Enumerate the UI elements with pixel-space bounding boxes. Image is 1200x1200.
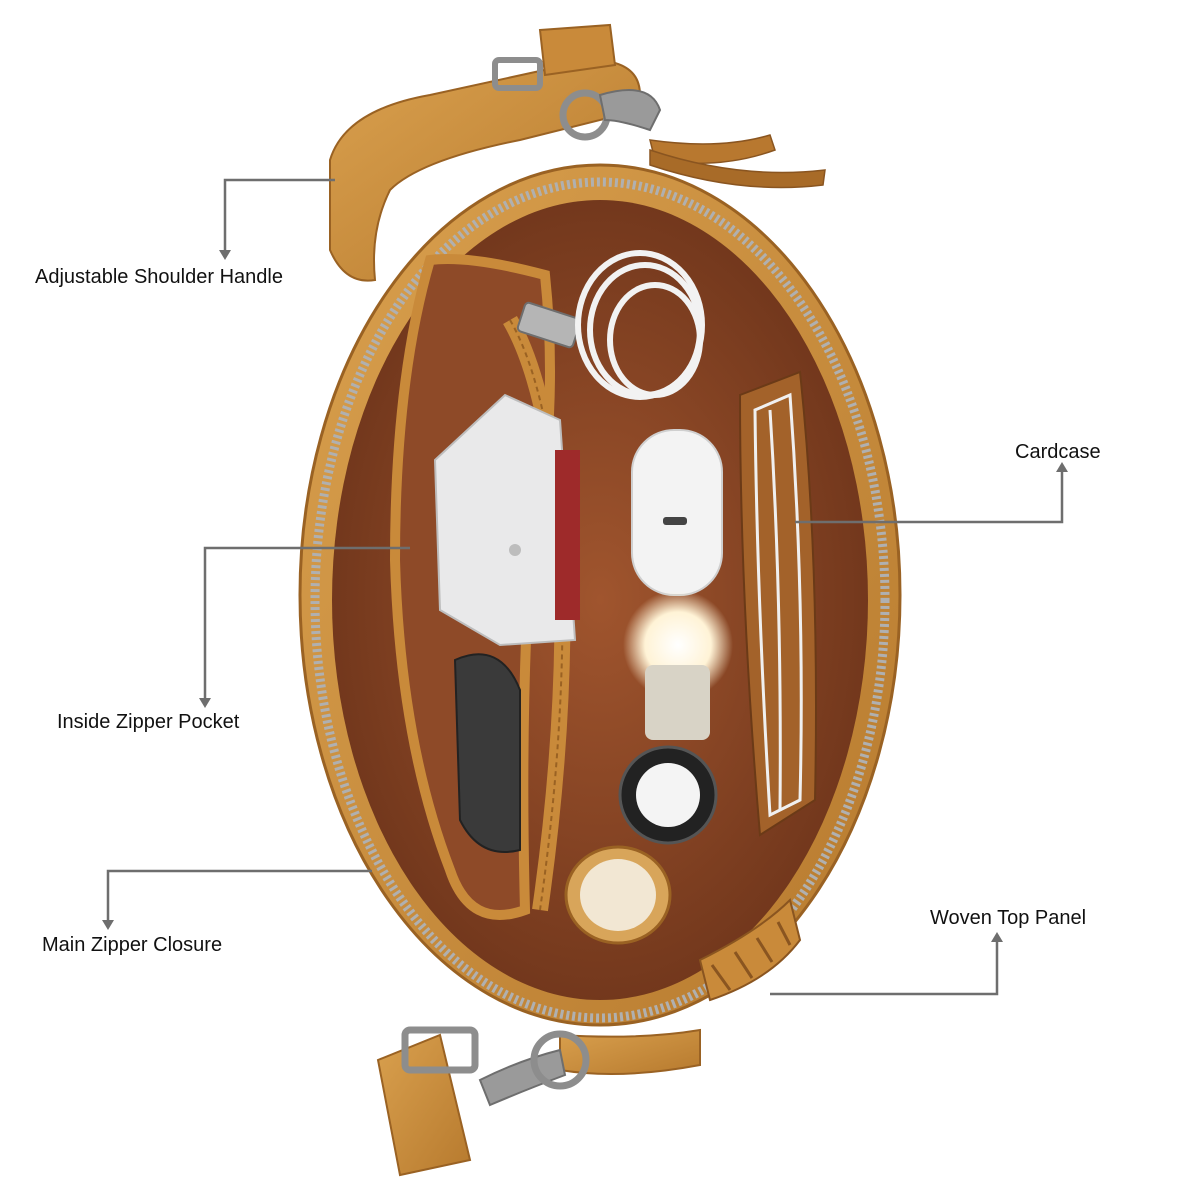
arrow-woven-icon [991, 932, 1003, 942]
shoulder-strap-bottom [376, 1026, 701, 1177]
lipstick-tube [618, 745, 718, 845]
callout-line-pocket [203, 546, 410, 700]
earbud-case [631, 429, 723, 596]
gold-tube [564, 845, 672, 945]
callout-line-zipper [106, 869, 372, 922]
callout-label-shoulder-handle: Adjustable Shoulder Handle [35, 266, 283, 288]
callout-arrowheads [102, 250, 1068, 942]
arrow-handle-icon [219, 250, 231, 260]
arrow-zipper-icon [102, 920, 114, 930]
swivel-clip-top [559, 89, 662, 141]
arrow-cardcase-icon [1056, 462, 1068, 472]
callout-label-main-zipper: Main Zipper Closure [42, 934, 223, 956]
callout-line-woven [770, 940, 999, 996]
coiled-cable [575, 250, 705, 400]
arrow-pocket-icon [199, 698, 211, 708]
callout-line-cardcase [795, 470, 1064, 524]
callout-label-cardcase: Cardcase [1015, 441, 1101, 463]
callout-label-inside-pocket: Inside Zipper Pocket [57, 711, 240, 733]
cardcase [738, 370, 817, 837]
woven-panel [698, 898, 802, 1002]
charger-brick [433, 393, 580, 647]
callout-label-woven-panel: Woven Top Panel [930, 907, 1087, 929]
power-bank [453, 653, 521, 853]
callout-line-handle [223, 178, 335, 252]
callout-lines [106, 178, 1064, 996]
main-zipper [310, 177, 890, 1023]
zipper-tassel [649, 134, 826, 189]
flashlight [623, 590, 733, 740]
